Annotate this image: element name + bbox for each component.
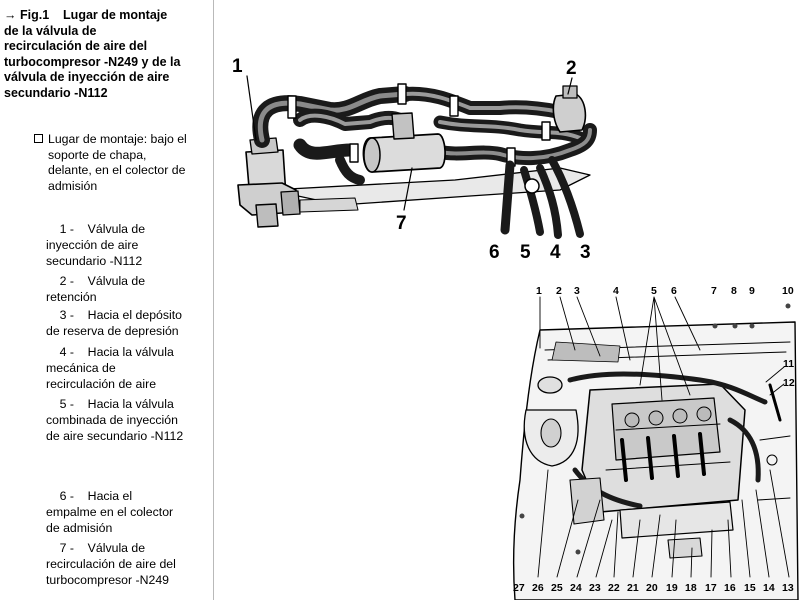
figure-title-line-2: de la válvula de <box>4 23 97 38</box>
detail-label-7: 7 <box>396 213 407 234</box>
overview-label-21: 21 <box>627 582 639 594</box>
overview-label-5: 5 <box>651 285 657 297</box>
legend-item-2: 2 - Válvula de retención <box>46 274 146 305</box>
overview-label-24: 24 <box>570 582 582 594</box>
column-divider <box>213 0 214 600</box>
detail-label-6: 6 <box>489 242 500 263</box>
legend-column: → Fig.1 Lugar de montaje de la válvula d… <box>0 0 214 600</box>
figure-title-line-1: Fig.1 Lugar de montaje <box>19 8 168 22</box>
legend-item-3: 3 - Hacia el depósito de reserva de depr… <box>46 308 183 339</box>
legend-item-4: 4 - Hacia la válvula mecánica de recircu… <box>46 345 174 392</box>
overview-label-27: 27 <box>513 582 525 594</box>
overview-label-26: 26 <box>532 582 544 594</box>
legend-item-1: 1 - Válvula de inyección de aire secunda… <box>46 222 146 269</box>
overview-label-10: 10 <box>782 285 794 297</box>
figure-title-line-3: recirculación de aire del <box>4 39 148 54</box>
figure-title-line-4: turbocompresor -N249 y de la <box>4 54 181 69</box>
overview-label-12: 12 <box>783 377 795 389</box>
figure-title: → Fig.1 Lugar de montaje de la válvula d… <box>4 8 209 102</box>
legend-item-6: 6 - Hacia el empalme en el colector de a… <box>46 489 174 536</box>
figure-title-line-6: secundario -N112 <box>4 85 108 100</box>
overview-label-16: 16 <box>724 582 736 594</box>
overview-label-13: 13 <box>782 582 794 594</box>
overview-label-20: 20 <box>646 582 658 594</box>
overview-label-18: 18 <box>685 582 697 594</box>
overview-label-1: 1 <box>536 285 542 297</box>
overview-label-2: 2 <box>556 285 562 297</box>
bullet-square-icon <box>34 134 43 143</box>
overview-label-19: 19 <box>666 582 678 594</box>
overview-label-23: 23 <box>589 582 601 594</box>
overview-label-8: 8 <box>731 285 737 297</box>
detail-label-2: 2 <box>566 58 577 79</box>
mounting-location-text: Lugar de montaje: bajo el soporte de cha… <box>48 132 187 193</box>
arrow-icon: → <box>4 8 17 22</box>
figure-title-line-5: válvula de inyección de aire <box>4 70 170 85</box>
detail-label-4: 4 <box>550 242 561 263</box>
overview-label-15: 15 <box>744 582 756 594</box>
overview-label-25: 25 <box>551 582 563 594</box>
overview-label-3: 3 <box>574 285 580 297</box>
overview-label-22: 22 <box>608 582 620 594</box>
overview-label-17: 17 <box>705 582 717 594</box>
detail-label-1: 1 <box>232 56 243 77</box>
detail-label-3: 3 <box>580 242 591 263</box>
legend-item-5: 5 - Hacia la válvula combinada de inyecc… <box>46 397 184 444</box>
overview-label-11: 11 <box>783 358 794 370</box>
detail-label-5: 5 <box>520 242 531 263</box>
overview-label-9: 9 <box>749 285 755 297</box>
overview-label-4: 4 <box>613 285 619 297</box>
legend-item-7: 7 - Válvula de recirculación de aire del… <box>46 541 176 588</box>
overview-label-7: 7 <box>711 285 717 297</box>
overview-label-6: 6 <box>671 285 677 297</box>
overview-label-14: 14 <box>763 582 775 594</box>
